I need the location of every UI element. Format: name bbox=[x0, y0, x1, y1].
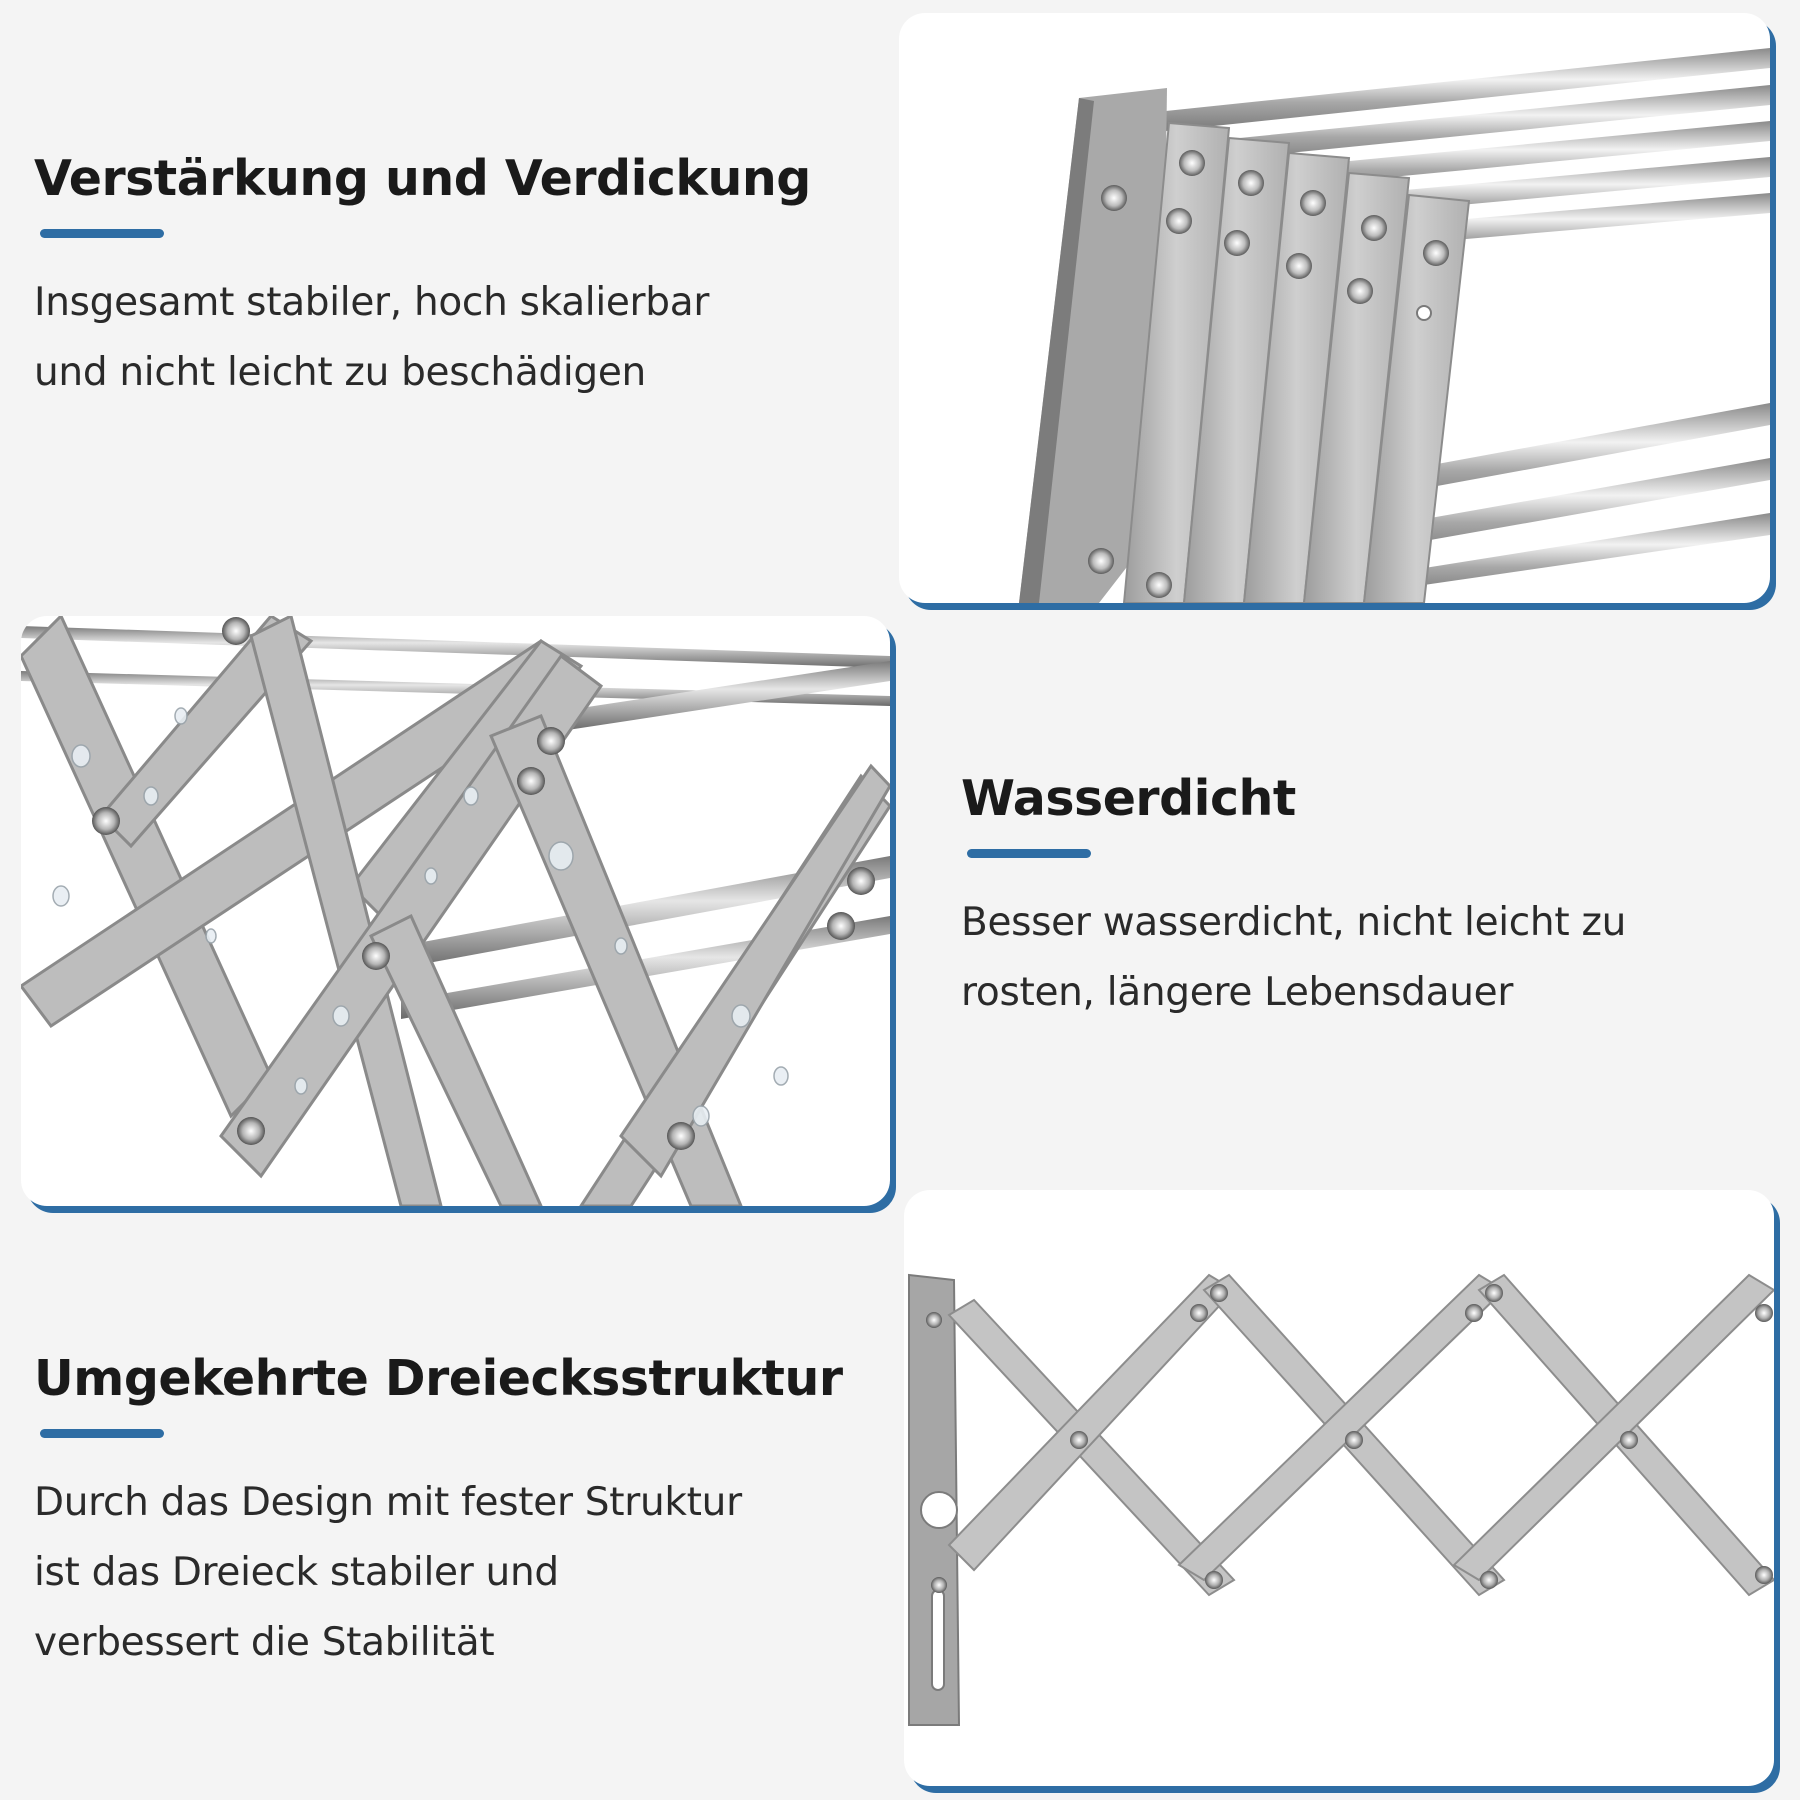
feature-description-line: ist das Dreieck stabiler und bbox=[34, 1550, 559, 1595]
feature-description: Durch das Design mit fester Struktur ist… bbox=[34, 1468, 884, 1678]
triangle-structure-illustration bbox=[908, 1273, 1774, 1726]
image-triangle-structure bbox=[904, 1190, 1774, 1786]
feature-description-line: und nicht leicht zu beschädigen bbox=[34, 350, 646, 395]
feature-description: Besser wasserdicht, nicht leicht zu rost… bbox=[961, 888, 1761, 1028]
screws bbox=[926, 1284, 1773, 1593]
feature-description-line: Besser wasserdicht, nicht leicht zu bbox=[961, 900, 1627, 945]
wall-plate bbox=[908, 1273, 961, 1726]
feature-description-line: Durch das Design mit fester Struktur bbox=[34, 1480, 742, 1525]
folded-bracket-illustration bbox=[1019, 48, 1770, 603]
water-droplets bbox=[52, 707, 789, 1127]
accent-underline bbox=[40, 229, 164, 238]
feature-title: Wasserdicht bbox=[961, 770, 1296, 827]
screws bbox=[92, 617, 875, 1150]
feature-reinforcement: Verstärkung und Verdickung Insgesamt sta… bbox=[34, 150, 864, 408]
feature-description-line: rosten, längere Lebensdauer bbox=[961, 970, 1514, 1015]
folded-plates bbox=[1122, 121, 1471, 603]
image-waterproof-arms bbox=[21, 616, 890, 1206]
feature-title: Umgekehrte Dreiecksstruktur bbox=[34, 1350, 843, 1407]
accent-underline bbox=[40, 1429, 164, 1438]
image-folded-bracket bbox=[899, 13, 1770, 603]
feature-waterproof: Wasserdicht Besser wasserdicht, nicht le… bbox=[961, 770, 1761, 1028]
feature-description-line: Insgesamt stabiler, hoch skalierbar bbox=[34, 280, 710, 325]
scissor-arms bbox=[21, 616, 890, 1206]
feature-triangle-structure: Umgekehrte Dreiecksstruktur Durch das De… bbox=[34, 1350, 884, 1678]
accent-underline bbox=[967, 849, 1091, 858]
wall-bracket bbox=[1019, 88, 1167, 603]
feature-description: Insgesamt stabiler, hoch skalierbar und … bbox=[34, 268, 864, 408]
screws bbox=[1088, 150, 1449, 598]
waterproof-arms-illustration bbox=[21, 616, 890, 1206]
feature-title: Verstärkung und Verdickung bbox=[34, 150, 811, 207]
feature-description-line: verbessert die Stabilität bbox=[34, 1620, 495, 1665]
